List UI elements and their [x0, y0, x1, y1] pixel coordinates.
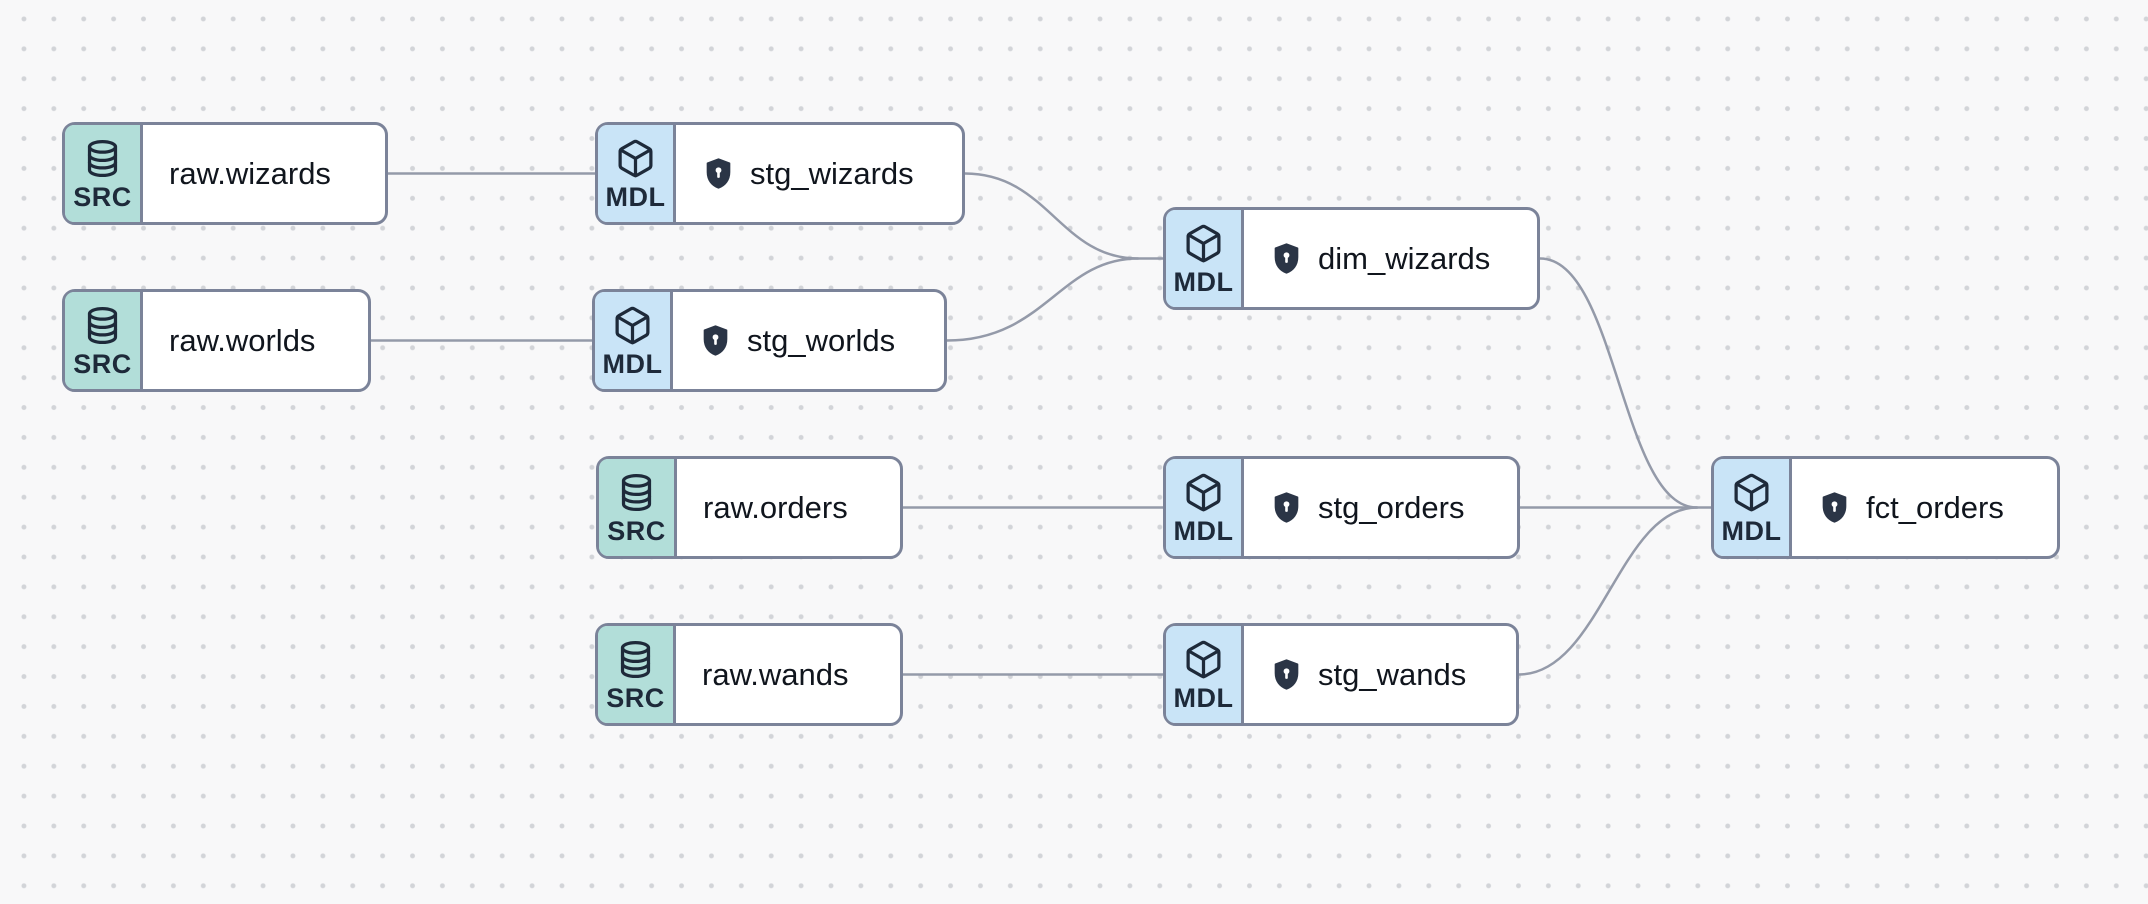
- node-raw-orders[interactable]: SRC raw.orders: [596, 456, 903, 559]
- source-type-badge: SRC: [599, 459, 677, 556]
- cube-icon: [1734, 473, 1769, 512]
- model-type-badge: MDL: [1166, 626, 1244, 723]
- shield-lock-icon: [1274, 243, 1299, 274]
- model-type-badge: MDL: [595, 292, 673, 389]
- node-label: dim_wizards: [1318, 240, 1491, 276]
- shield-lock-icon: [706, 158, 731, 189]
- source-type-badge: SRC: [65, 125, 143, 222]
- node-label: fct_orders: [1866, 489, 2004, 525]
- badge-label: MDL: [1173, 683, 1234, 713]
- shield-lock-icon: [1822, 492, 1847, 523]
- node-dim-wizards[interactable]: MDL dim_wizards: [1163, 207, 1540, 310]
- edge-dim-wizards-to-fct-orders: [1538, 257, 1713, 509]
- shield-lock-icon: [1274, 659, 1299, 690]
- edge-stg-worlds-to-dim-wizards: [945, 257, 1140, 342]
- model-type-badge: MDL: [1166, 210, 1244, 307]
- node-stg-wands[interactable]: MDL stg_wands: [1163, 623, 1519, 726]
- badge-label: SRC: [607, 516, 666, 546]
- shield-lock-icon: [1274, 492, 1299, 523]
- cube-icon: [615, 306, 650, 345]
- badge-label: MDL: [605, 182, 666, 212]
- node-label: raw.worlds: [169, 322, 316, 358]
- badge-label: MDL: [1721, 516, 1782, 546]
- source-type-badge: SRC: [65, 292, 143, 389]
- node-raw-wizards[interactable]: SRC raw.wizards: [62, 122, 388, 225]
- node-label: raw.orders: [703, 489, 848, 525]
- node-label: stg_orders: [1318, 489, 1465, 525]
- edge-stg-wizards-to-dim-wizards: [963, 172, 1165, 260]
- cube-icon: [1186, 224, 1221, 263]
- edge-stg-wands-to-fct-orders: [1517, 506, 1699, 676]
- node-raw-worlds[interactable]: SRC raw.worlds: [62, 289, 371, 392]
- cube-icon: [1186, 640, 1221, 679]
- cube-icon: [618, 139, 653, 178]
- model-type-badge: MDL: [1166, 459, 1244, 556]
- database-icon: [620, 640, 651, 679]
- node-label: stg_worlds: [747, 322, 896, 358]
- badge-label: MDL: [602, 349, 663, 379]
- shield-lock-icon: [703, 325, 728, 356]
- model-type-badge: MDL: [598, 125, 676, 222]
- badge-label: MDL: [1173, 516, 1234, 546]
- badge-label: SRC: [606, 683, 665, 713]
- node-fct-orders[interactable]: MDL fct_orders: [1711, 456, 2060, 559]
- node-label: raw.wizards: [169, 155, 331, 191]
- cube-icon: [1186, 473, 1221, 512]
- source-type-badge: SRC: [598, 626, 676, 723]
- node-label: stg_wands: [1318, 656, 1467, 692]
- model-type-badge: MDL: [1714, 459, 1792, 556]
- node-label: raw.wands: [702, 656, 849, 692]
- database-icon: [621, 473, 652, 512]
- database-icon: [87, 306, 118, 345]
- badge-label: SRC: [73, 182, 132, 212]
- node-stg-orders[interactable]: MDL stg_orders: [1163, 456, 1520, 559]
- node-stg-wizards[interactable]: MDL stg_wizards: [595, 122, 965, 225]
- database-icon: [87, 139, 118, 178]
- node-label: stg_wizards: [750, 155, 914, 191]
- badge-label: SRC: [73, 349, 132, 379]
- badge-label: MDL: [1173, 267, 1234, 297]
- node-stg-worlds[interactable]: MDL stg_worlds: [592, 289, 947, 392]
- node-raw-wands[interactable]: SRC raw.wands: [595, 623, 903, 726]
